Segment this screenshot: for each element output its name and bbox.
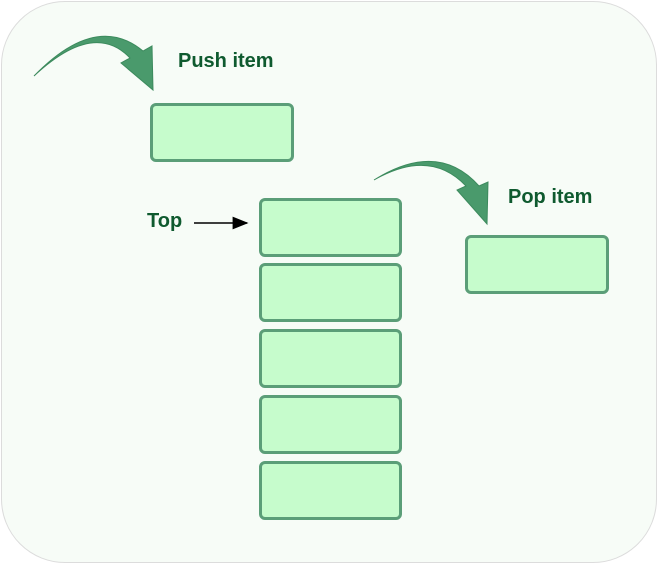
top-label: Top	[147, 210, 183, 232]
push-curved-arrow	[33, 35, 154, 92]
stack-box-1	[259, 198, 402, 257]
pop-item-label: Pop item	[508, 186, 593, 208]
stack-box-3	[259, 329, 402, 388]
push-item-label: Push item	[178, 50, 274, 72]
stack-box-5	[259, 461, 402, 520]
push-item-box	[150, 103, 294, 162]
stack-box-2	[259, 263, 402, 322]
pop-curved-arrow	[373, 161, 489, 226]
pop-item-box	[465, 235, 609, 294]
stack-box-4	[259, 395, 402, 454]
